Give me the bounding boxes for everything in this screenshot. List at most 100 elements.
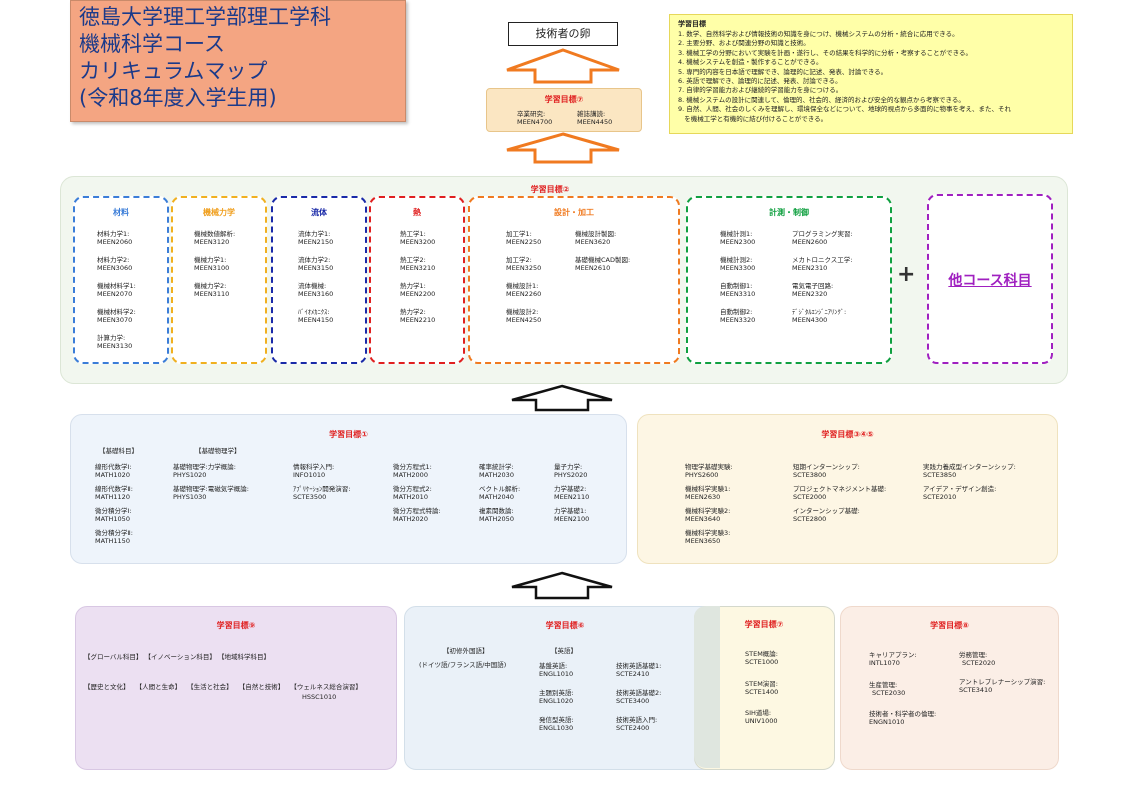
course-item: STEM演習:SCTE1400 xyxy=(745,680,779,696)
legend-item: 5. 専門的内容を日本語で理解でき、論理的に記述、発表、討論できる。 xyxy=(678,67,888,76)
course-item: 機械設計1:MEEN2260 xyxy=(506,282,542,298)
category-design-machining: 設計・加工 加工学1:MEEN2250 機械設計製図:MEEN3620 加工学2… xyxy=(468,196,680,364)
course-item: メカトロニクス工学:MEEN2310 xyxy=(792,256,853,272)
course-item: 複素関数論:MATH2050 xyxy=(479,507,514,523)
course-item: 流体力学1:MEEN2150 xyxy=(298,230,334,246)
foreign-language-label: 【初修外国語】 xyxy=(443,647,489,655)
category-mechanical-dynamics: 機械力学 機械数値解析:MEEN3120 機械力学1:MEEN3100 機械力学… xyxy=(171,196,267,364)
subject-group-row: 【歴史と文化】 【人間と生命】 【生活と社会】 【自然と技術】 【ウェルネス総合… xyxy=(84,683,362,691)
course-item: 流体機械:MEEN3160 xyxy=(298,282,334,298)
legend-item: 7. 自律的学習能力および継続的学習能力を身につける。 xyxy=(678,86,843,95)
course-item: 機械科学実験1:MEEN2630 xyxy=(685,485,731,501)
legend-item: 9. 自然、人間、社会のしくみを理解し、環境保全などについて、地球的視点から多面… xyxy=(678,105,1012,114)
course-item: 機械力学1:MEEN3100 xyxy=(194,256,230,272)
course-item: 機械力学2:MEEN3110 xyxy=(194,282,230,298)
legend-item: 3. 機械工学の分野において実験を計画・遂行し、その結果を科学的に分析・考察する… xyxy=(678,48,972,57)
goal8-heading: 学習目標⑧ xyxy=(930,621,969,630)
other-course-link[interactable]: 他コース科目 xyxy=(948,273,1032,289)
course-item: 実践力養成型インターンシップ:SCTE3850 xyxy=(923,463,1016,479)
legend-item: 1. 数学、自然科学および情報技術の知識を身につけ、機械システムの分析・統合に応… xyxy=(678,30,959,38)
title-line-3: カリキュラムマップ xyxy=(79,59,268,83)
up-arrow-3 xyxy=(511,384,613,412)
course-item: 微分積分学Ⅰ:MATH1050 xyxy=(95,507,132,523)
goal8-panel: 学習目標⑧ キャリアプラン:INTL1070 生産管理:SCTE2030 技術者… xyxy=(840,606,1059,770)
legend-title: 学習目標 xyxy=(678,20,706,28)
up-arrow-4 xyxy=(511,571,613,600)
goal1-heading: 学習目標① xyxy=(329,430,368,439)
course-item: ﾃﾞｼﾞﾀﾙｴﾝｼﾞﾆｱﾘﾝｸﾞ:MEEN4300 xyxy=(792,308,847,324)
course-item: 主題別英語:ENGL1020 xyxy=(539,689,574,705)
course-item: 確率統計学:MATH2030 xyxy=(479,463,514,479)
course-item: 基礎機械CAD製図:MEEN2610 xyxy=(575,256,631,272)
goal9-panel: 学習目標⑨ 【グローバル科目】 【イノベーション科目】 【地域科学科目】 【歴史… xyxy=(75,606,397,770)
course-item: インターンシップ基礎:SCTE2800 xyxy=(793,507,860,523)
wellness-code: HSSC1010 xyxy=(302,693,337,701)
english-label: 【英語】 xyxy=(551,647,577,655)
category-title: 計測・制御 xyxy=(769,208,809,217)
course-item: 自動制御2:MEEN3320 xyxy=(720,308,756,324)
goal-legend: 学習目標 1. 数学、自然科学および情報技術の知識を身につけ、機械システムの分析… xyxy=(669,14,1073,134)
foreign-language-list: (ドイツ語/フランス語/中国語) xyxy=(419,661,507,669)
course-item: 機械科学実験3:MEEN3650 xyxy=(685,529,731,545)
course-item: アントレプレナーシップ演習:SCTE3410 xyxy=(959,678,1046,694)
course-item: 発信型英語:ENGL1030 xyxy=(539,716,574,732)
title-box: 徳島大学理工学部理工学科 機械科学コース カリキュラムマップ (令和8年度入学生… xyxy=(70,0,406,122)
course-item: 微分方程式特論:MATH2020 xyxy=(393,507,441,523)
course-item: 短期インターンシップ:SCTE3800 xyxy=(793,463,860,479)
course-item: 加工学1:MEEN2250 xyxy=(506,230,542,246)
course-item: 基盤英語:ENGL1010 xyxy=(539,662,574,678)
course-item: 熱力学1:MEEN2200 xyxy=(400,282,436,298)
category-heat: 熱 熱工学1:MEEN3200 熱工学2:MEEN3210 熱力学1:MEEN2… xyxy=(369,196,465,364)
engineer-egg-label: 技術者の卵 xyxy=(508,22,618,46)
course-item: 基礎物理学:電磁気学概論:PHYS1030 xyxy=(173,485,249,501)
course-item: 技術者・科学者の倫理:ENGN1010 xyxy=(869,710,937,726)
basic-physics-label: 【基礎物理学】 xyxy=(195,447,241,455)
category-title: 熱 xyxy=(413,208,421,217)
course-item: 線形代数学Ⅰ:MATH1020 xyxy=(95,463,132,479)
category-title: 機械力学 xyxy=(203,208,235,217)
basic-subjects-label: 【基礎科目】 xyxy=(99,447,138,455)
course-item: 量子力学:PHYS2020 xyxy=(554,463,588,479)
course-item: 機械計測1:MEEN2300 xyxy=(720,230,756,246)
course-item: プログラミング実習:MEEN2600 xyxy=(792,230,853,246)
course-item: ｱﾌﾟﾘｹｰｼｮﾝ開発演習:SCTE3500 xyxy=(293,485,351,501)
goal9-heading: 学習目標⑨ xyxy=(216,621,256,630)
legend-item: 4. 機械システムを創造・製作することができる。 xyxy=(678,58,823,67)
goal6-heading: 学習目標⑥ xyxy=(545,621,585,630)
goal7-bottom-heading: 学習目標⑦ xyxy=(744,620,784,629)
course-item: STEM概論:SCTE1000 xyxy=(745,650,779,666)
course-item: 力学基礎2:MEEN2110 xyxy=(554,485,590,501)
up-arrow-1 xyxy=(506,48,620,84)
course-item: 熱力学2:MEEN2210 xyxy=(400,308,436,324)
plus-sign: + xyxy=(897,262,916,287)
course-item: アイデア・デザイン創造:SCTE2010 xyxy=(923,485,997,501)
course-item: キャリアプラン:INTL1070 xyxy=(869,651,917,667)
legend-item: 6. 英語で理解でき、論理的に記述、発表、討論できる。 xyxy=(678,77,842,86)
category-title: 設計・加工 xyxy=(554,208,594,217)
course-item: 材料力学2:MEEN3060 xyxy=(97,256,133,272)
goal345-panel: 学習目標③④⑤ 物理学基礎実験:PHYS2600 機械科学実験1:MEEN263… xyxy=(637,414,1058,564)
course-item: 加工学2:MEEN3250 xyxy=(506,256,542,272)
course-item: 機械設計2:MEEN4250 xyxy=(506,308,542,324)
goal7-top-box: 学習目標⑦ 卒業研究: MEEN4700 雑誌講読: MEEN4450 xyxy=(486,88,642,132)
category-fluids: 流体 流体力学1:MEEN2150 流体力学2:MEEN3150 流体機械:ME… xyxy=(271,196,367,364)
course-item: 熱工学2:MEEN3210 xyxy=(400,256,436,272)
other-course-box[interactable]: 他コース科目 xyxy=(927,194,1053,364)
category-title: 流体 xyxy=(311,208,327,217)
course-item: 機械計測2:MEEN3300 xyxy=(720,256,756,272)
goal6-panel: 学習目標⑥ 【初修外国語】 (ドイツ語/フランス語/中国語) 【英語】 基盤英語… xyxy=(404,606,834,770)
course-item: 微分積分学Ⅱ:MATH1150 xyxy=(95,529,133,545)
goal7-top-heading: 学習目標⑦ xyxy=(544,95,584,104)
title-line-4: (令和8年度入学生用) xyxy=(79,86,277,110)
category-title: 材料 xyxy=(113,208,129,217)
course-item: 技術英語基礎2:SCTE3400 xyxy=(616,689,662,705)
course-item: 雑誌講読: MEEN4450 xyxy=(577,110,613,126)
course-item: 基礎物理学:力学概論:PHYS1020 xyxy=(173,463,236,479)
legend-item: 8. 機械システムの設計に関連して、倫理的、社会的、経済的および安全的な観点から… xyxy=(678,95,965,104)
course-item: 微分方程式2:MATH2010 xyxy=(393,485,432,501)
subject-group-row: 【グローバル科目】 【イノベーション科目】 【地域科学科目】 xyxy=(84,653,270,661)
course-item: 機械数値解析:MEEN3120 xyxy=(194,230,236,246)
course-item: 力学基礎1:MEEN2100 xyxy=(554,507,590,523)
course-item: 流体力学2:MEEN3150 xyxy=(298,256,334,272)
course-item: 技術英語入門:SCTE2400 xyxy=(616,716,658,732)
